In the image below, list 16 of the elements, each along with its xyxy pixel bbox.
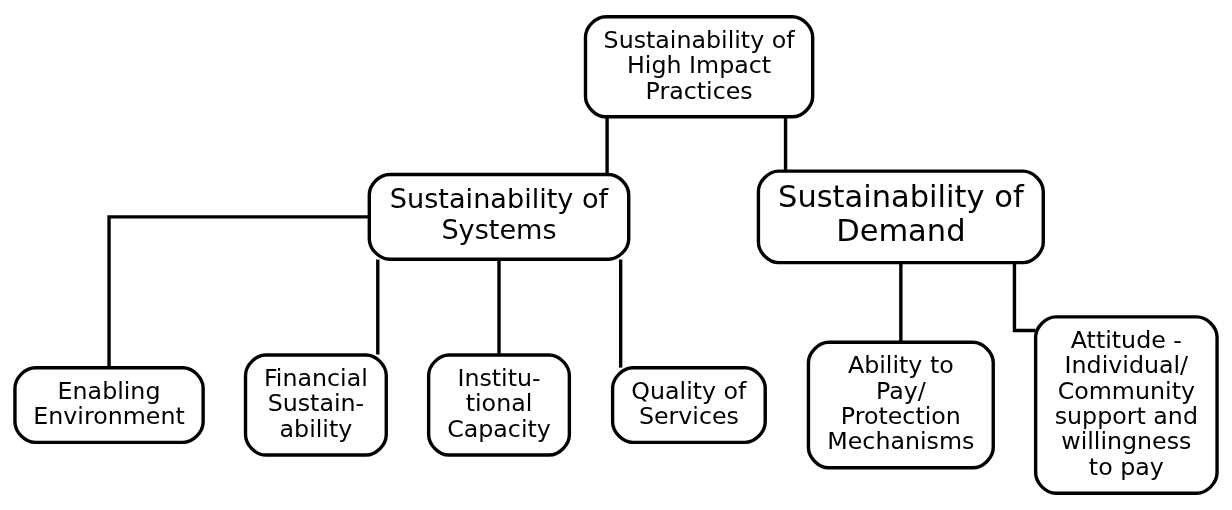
node-box: Attitude - Individual/ Community support and willingness to pay — [1033, 315, 1219, 495]
node-box: Sustainability of Demand — [756, 169, 1045, 265]
node-box: Sustainability of Systems — [367, 172, 631, 261]
node-box: Financial Sustain- ability — [243, 353, 388, 457]
node-box: Enabling Environment — [13, 366, 205, 445]
connector — [107, 215, 370, 368]
node-box: Ability to Pay/ Protection Mechanisms — [806, 340, 995, 470]
connector — [605, 117, 609, 175]
connector — [783, 117, 788, 171]
node-box: Sustainability of High Impact Practices — [583, 15, 815, 119]
node-box: Institu- tional Capacity — [426, 353, 572, 457]
connector — [376, 259, 380, 355]
connector — [618, 259, 623, 368]
node-box: Quality of Services — [610, 366, 767, 445]
connector — [899, 262, 903, 342]
connector — [497, 259, 501, 355]
